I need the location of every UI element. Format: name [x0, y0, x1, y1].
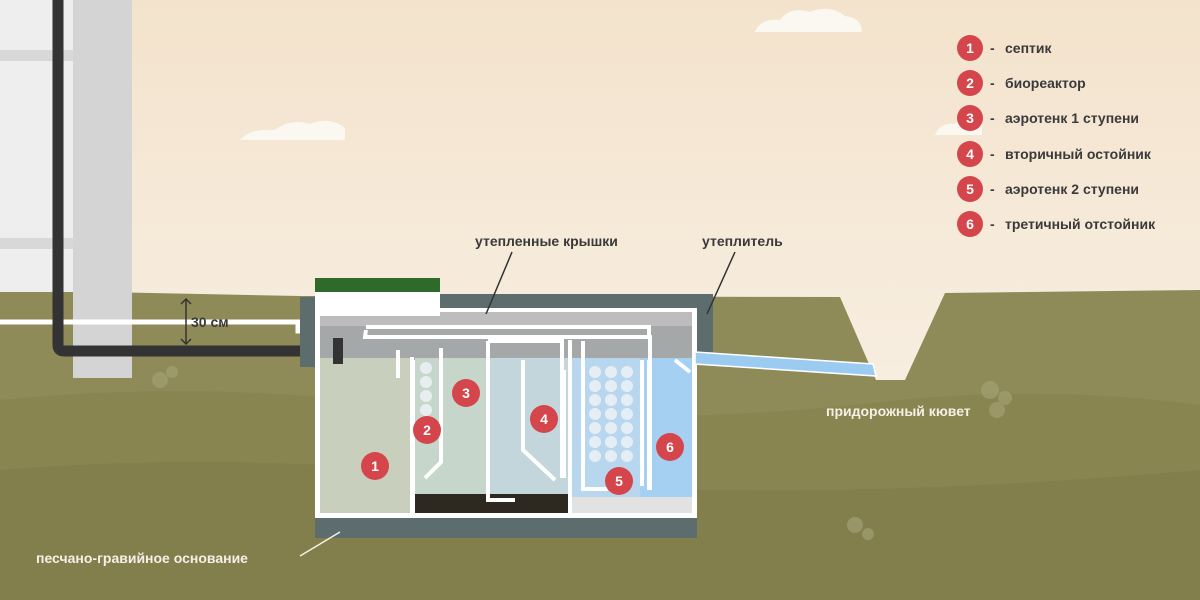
insulation-leader: [706, 251, 736, 315]
media-element: [589, 394, 601, 406]
marker-1: 1: [361, 452, 389, 480]
svg-text:2: 2: [423, 422, 431, 438]
chamber-4: [490, 358, 568, 513]
media-element: [420, 404, 432, 416]
media-element: [589, 422, 601, 434]
media-element: [605, 380, 617, 392]
insulation-label: утеплитель: [702, 233, 783, 249]
legend-item: 6 -третичный отстойник: [957, 211, 1156, 237]
marker-6: 6: [656, 433, 684, 461]
sewer-pipe: [52, 0, 338, 357]
legend-item: 5 -аэротенк 2 ступени: [957, 176, 1139, 202]
media-element: [589, 380, 601, 392]
svg-text:-: -: [990, 110, 995, 126]
svg-text:третичный отстойник: третичный отстойник: [1005, 216, 1156, 232]
covers-label: утепленные крышки: [475, 233, 618, 249]
ditch-label: придорожный кювет: [826, 403, 971, 419]
green-cover: [315, 278, 440, 292]
svg-text:1: 1: [966, 40, 974, 56]
media-element: [621, 366, 633, 378]
svg-text:-: -: [990, 146, 995, 162]
media-element: [605, 436, 617, 448]
svg-text:-: -: [990, 216, 995, 232]
media-element: [605, 450, 617, 462]
marker-3: 3: [452, 379, 480, 407]
insulation-right: [697, 294, 713, 352]
media-element: [420, 362, 432, 374]
svg-text:биореактор: биореактор: [1005, 75, 1086, 91]
media-element: [605, 422, 617, 434]
building-column: [73, 0, 132, 378]
depth-arrow: [180, 297, 192, 346]
pipe-flange: [333, 338, 343, 364]
svg-text:6: 6: [666, 439, 674, 455]
svg-text:6: 6: [966, 216, 974, 232]
svg-text:5: 5: [966, 181, 974, 197]
marker-2: 2: [413, 416, 441, 444]
svg-text:вторичный остойник: вторичный остойник: [1005, 146, 1152, 162]
media-element: [605, 394, 617, 406]
legend-item: 1 -септик: [957, 35, 1052, 61]
svg-text:1: 1: [371, 458, 379, 474]
legend-item: 4 -вторичный остойник: [957, 141, 1152, 167]
tank-base: [315, 518, 697, 538]
building-stripe: [0, 50, 73, 61]
media-element: [605, 366, 617, 378]
media-element: [621, 450, 633, 462]
media-element: [589, 408, 601, 420]
marker-5: 5: [605, 467, 633, 495]
sludge: [415, 494, 568, 513]
media-element: [621, 394, 633, 406]
svg-text:5: 5: [615, 473, 623, 489]
legend: 1 -септик 2 -биореактор 3 -аэротенк 1 ст…: [957, 35, 1156, 237]
base-leader: [299, 531, 341, 557]
legend-item: 2 -биореактор: [957, 70, 1086, 96]
svg-text:2: 2: [966, 75, 974, 91]
legend-item: 3 -аэротенк 1 ступени: [957, 105, 1139, 131]
media-element: [621, 380, 633, 392]
covers-leader: [485, 251, 513, 315]
svg-text:3: 3: [966, 110, 974, 126]
svg-text:4: 4: [966, 146, 974, 162]
insulation-left: [300, 297, 316, 367]
media-element: [589, 366, 601, 378]
building-stripe: [0, 238, 73, 249]
marker-4: 4: [530, 405, 558, 433]
baffles: [362, 325, 692, 514]
chamber-5-bottom: [572, 497, 692, 513]
depth-label: 30 см: [191, 314, 229, 330]
insulation-top: [440, 294, 713, 310]
svg-text:септик: септик: [1005, 40, 1052, 56]
svg-text:4: 4: [540, 411, 548, 427]
svg-text:аэротенк 1 ступени: аэротенк 1 ступени: [1005, 110, 1139, 126]
media-element: [589, 436, 601, 448]
media-element: [589, 450, 601, 462]
media-element: [420, 376, 432, 388]
cover-box: [315, 292, 440, 316]
pebbles: [152, 366, 1012, 540]
media-element: [621, 408, 633, 420]
svg-text:-: -: [990, 181, 995, 197]
media-element: [605, 408, 617, 420]
svg-text:-: -: [990, 75, 995, 91]
media-element: [420, 390, 432, 402]
svg-text:-: -: [990, 40, 995, 56]
base-label: песчано-гравийное основание: [36, 550, 248, 566]
svg-text:3: 3: [462, 385, 470, 401]
svg-text:аэротенк 2 ступени: аэротенк 2 ступени: [1005, 181, 1139, 197]
media-element: [621, 436, 633, 448]
outlet-pipe: [694, 351, 877, 377]
media-element: [621, 422, 633, 434]
chamber-1: [320, 358, 410, 513]
